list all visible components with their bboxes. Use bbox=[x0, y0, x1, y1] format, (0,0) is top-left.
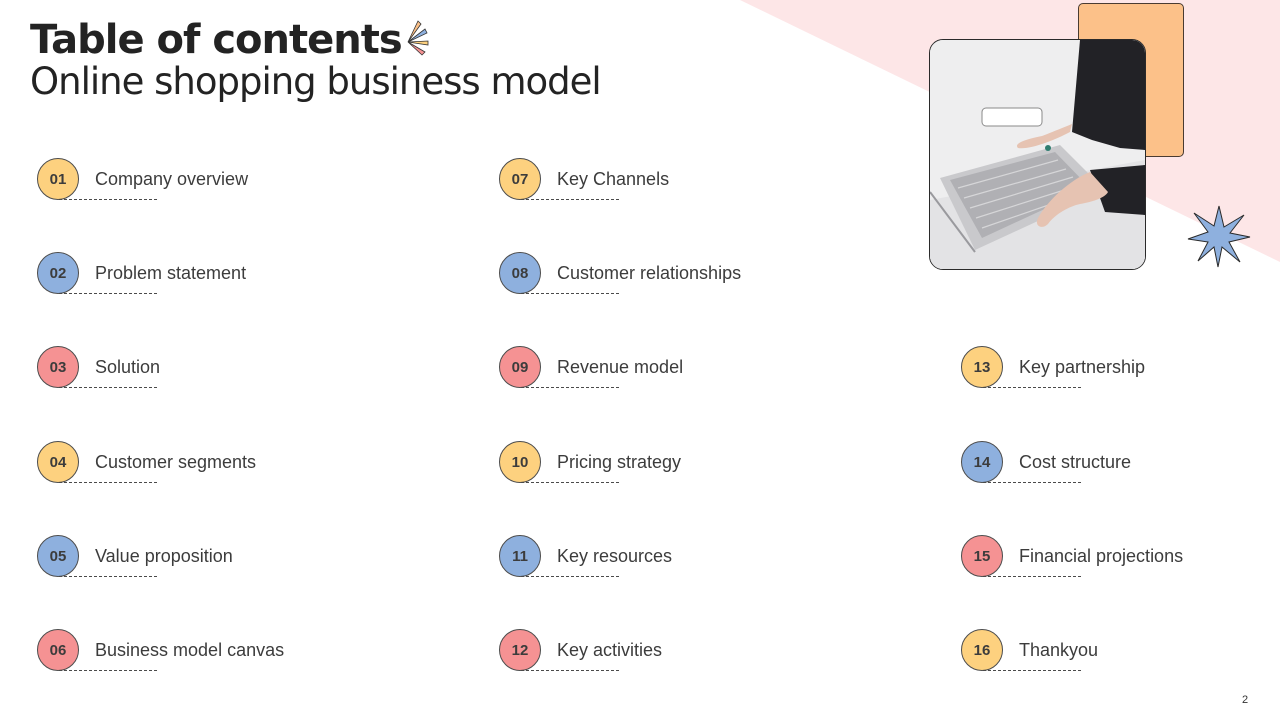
toc-item[interactable]: 10 Pricing strategy bbox=[499, 440, 681, 484]
toc-item[interactable]: 13 Key partnership bbox=[961, 345, 1145, 389]
toc-item-underline bbox=[521, 199, 619, 200]
toc-item-underline bbox=[521, 387, 619, 388]
toc-item-underline bbox=[521, 482, 619, 483]
toc-item-number: 06 bbox=[37, 629, 79, 671]
laptop-typing-photo bbox=[929, 39, 1146, 270]
toc-item-underline bbox=[983, 387, 1081, 388]
toc-item-label: Cost structure bbox=[1019, 451, 1132, 472]
toc-item-number: 05 bbox=[37, 535, 79, 577]
toc-item-underline bbox=[521, 576, 619, 577]
starburst-icon bbox=[1187, 205, 1251, 268]
toc-item[interactable]: 08 Customer relationships bbox=[499, 251, 741, 295]
toc-item-number: 04 bbox=[37, 441, 79, 483]
toc-item[interactable]: 16 Thankyou bbox=[961, 628, 1098, 672]
toc-item-underline bbox=[59, 293, 157, 294]
toc-item-underline bbox=[521, 293, 619, 294]
toc-item-number: 10 bbox=[499, 441, 541, 483]
toc-item-underline bbox=[983, 482, 1081, 483]
toc-item-number: 02 bbox=[37, 252, 79, 294]
toc-item-number: 09 bbox=[499, 346, 541, 388]
toc-item[interactable]: 06 Business model canvas bbox=[37, 628, 284, 672]
toc-item-number: 01 bbox=[37, 158, 79, 200]
toc-item[interactable]: 02 Problem statement bbox=[37, 251, 246, 295]
toc-item-number: 08 bbox=[499, 252, 541, 294]
toc-item-label: Customer relationships bbox=[557, 262, 742, 283]
toc-item[interactable]: 01 Company overview bbox=[37, 157, 248, 201]
toc-item-number: 16 bbox=[961, 629, 1003, 671]
toc-item-number: 03 bbox=[37, 346, 79, 388]
toc-item[interactable]: 04 Customer segments bbox=[37, 440, 256, 484]
page-number: 2 bbox=[1242, 694, 1249, 706]
toc-item[interactable]: 12 Key activities bbox=[499, 628, 662, 672]
toc-item-label: Financial projections bbox=[1019, 545, 1184, 566]
toc-item-underline bbox=[59, 670, 157, 671]
toc-item-number: 12 bbox=[499, 629, 541, 671]
toc-item-label: Customer segments bbox=[95, 451, 257, 472]
toc-item-label: Business model canvas bbox=[95, 639, 285, 660]
toc-item-underline bbox=[521, 670, 619, 671]
toc-item-label: Thankyou bbox=[1019, 639, 1099, 660]
toc-item[interactable]: 15 Financial projections bbox=[961, 534, 1183, 578]
toc-item[interactable]: 05 Value proposition bbox=[37, 534, 233, 578]
toc-item-number: 07 bbox=[499, 158, 541, 200]
toc-item[interactable]: 11 Key resources bbox=[499, 534, 672, 578]
page-subtitle: Online shopping business model bbox=[30, 60, 602, 103]
toc-item[interactable]: 14 Cost structure bbox=[961, 440, 1131, 484]
toc-item[interactable]: 03 Solution bbox=[37, 345, 160, 389]
toc-item-underline bbox=[59, 482, 157, 483]
toc-item-number: 13 bbox=[961, 346, 1003, 388]
toc-item-label: Problem statement bbox=[95, 262, 247, 283]
toc-item-label: Value proposition bbox=[95, 545, 233, 566]
toc-item-number: 14 bbox=[961, 441, 1003, 483]
toc-item-label: Key activities bbox=[557, 639, 663, 660]
toc-item-underline bbox=[59, 387, 157, 388]
toc-item[interactable]: 07 Key Channels bbox=[499, 157, 669, 201]
color-fan-icon bbox=[407, 20, 429, 56]
toc-item-underline bbox=[983, 670, 1081, 671]
toc-item-label: Key partnership bbox=[1019, 356, 1146, 377]
toc-item-label: Revenue model bbox=[557, 356, 684, 377]
toc-item-underline bbox=[59, 576, 157, 577]
toc-item-label: Company overview bbox=[95, 168, 249, 189]
toc-item-label: Key resources bbox=[557, 545, 673, 566]
toc-item[interactable]: 09 Revenue model bbox=[499, 345, 683, 389]
toc-item-label: Pricing strategy bbox=[557, 451, 682, 472]
toc-item-number: 15 bbox=[961, 535, 1003, 577]
toc-item-label: Solution bbox=[95, 356, 161, 377]
toc-item-number: 11 bbox=[499, 535, 541, 577]
toc-item-label: Key Channels bbox=[557, 168, 670, 189]
page-title: Table of contents bbox=[30, 17, 403, 63]
toc-item-underline bbox=[59, 199, 157, 200]
toc-item-underline bbox=[983, 576, 1081, 577]
